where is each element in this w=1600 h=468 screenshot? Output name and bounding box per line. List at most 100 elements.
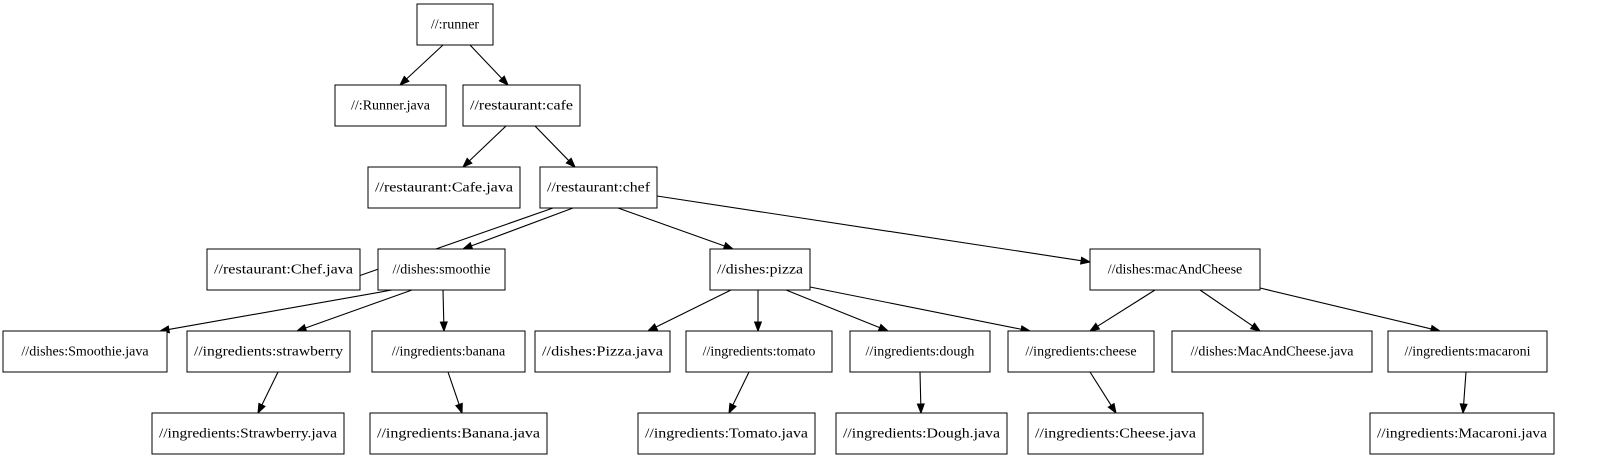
graph-node-banana_java[interactable]: //ingredients:Banana.java [369,412,548,455]
node-label: //restaurant:chef [547,181,650,196]
graph-node-tomato[interactable]: //ingredients:tomato [685,330,833,373]
edge-line [471,207,574,247]
node-label: //ingredients:Cheese.java [1035,427,1197,442]
edge-line [919,371,922,405]
graph-node-runner[interactable]: //:runner [416,3,494,46]
graph-node-strawberry[interactable]: //ingredients:strawberry [186,330,351,373]
edge-line [732,371,750,406]
node-label: //ingredients:cheese [1025,345,1136,360]
node-box[interactable] [206,248,361,291]
graph-node-macaroni_java[interactable]: //ingredients:Macaroni.java [1369,412,1555,455]
graph-node-macandcheese_java[interactable]: //dishes:MacAndCheese.java [1171,330,1373,373]
graph-node-pizza[interactable]: //dishes:pizza [709,248,811,291]
arrowhead-icon [498,75,509,87]
edge-line [469,44,503,79]
node-box[interactable] [1089,248,1261,291]
arrowhead-icon [257,402,266,415]
edge-line [1097,289,1156,327]
node-box[interactable] [334,84,447,127]
node-label: //dishes:Smoothie.java [21,345,149,360]
node-label: //:runner [431,18,480,33]
graph-edge-runner-to-restaurant_cafe [469,44,509,87]
node-label: //dishes:pizza [717,263,804,278]
graph-node-smoothie_java[interactable]: //dishes:Smoothie.java [2,330,168,373]
graph-node-restaurant_chef[interactable]: //restaurant:chef [539,166,658,209]
graph-edge-banana-to-banana_java [447,371,463,415]
graph-edge-macandcheese-to-macandcheese_java [1199,289,1262,332]
arrowhead-icon [916,403,925,415]
node-label: //restaurant:Chef.java [214,263,354,278]
node-box[interactable] [151,412,345,455]
arrowhead-icon [295,323,308,332]
arrowhead-icon [728,402,737,415]
node-box[interactable] [1387,330,1548,373]
node-box[interactable] [849,330,991,373]
node-label: //ingredients:Dough.java [843,427,1001,442]
graph-node-restaurant_cafe[interactable]: //restaurant:cafe [462,84,581,127]
edge-line [534,125,570,161]
graph-node-runner_java[interactable]: //:Runner.java [334,84,447,127]
node-box[interactable] [637,412,816,455]
node-box[interactable] [534,330,671,373]
node-label: //ingredients:Macaroni.java [1377,427,1548,442]
graph-edge-pizza-to-cheese [809,286,1032,334]
edge-line [809,286,1022,330]
node-label: //ingredients:Strawberry.java [159,427,338,442]
node-box[interactable] [369,412,548,455]
edge-line [447,371,460,405]
graph-edge-pizza-to-pizza_java [646,289,732,332]
graph-node-tomato_java[interactable]: //ingredients:Tomato.java [637,412,816,455]
node-label: //restaurant:Cafe.java [375,181,514,196]
node-box[interactable] [367,166,521,209]
node-box[interactable] [186,330,351,373]
node-box[interactable] [685,330,833,373]
node-label: //dishes:smoothie [393,263,491,278]
graph-node-chef_java[interactable]: //restaurant:Chef.java [206,248,361,291]
graph-node-dough[interactable]: //ingredients:dough [849,330,991,373]
node-box[interactable] [1007,330,1155,373]
node-box[interactable] [371,330,526,373]
edge-line [469,125,507,162]
graph-edge-macaroni-to-macaroni_java [1459,371,1468,415]
node-label: //dishes:macAndCheese [1108,263,1243,278]
edge-line [1463,371,1467,405]
arrowhead-icon [877,323,890,332]
graph-node-dough_java[interactable]: //ingredients:Dough.java [835,412,1008,455]
node-box[interactable] [2,330,168,373]
graph-edge-pizza-to-tomato [753,290,763,333]
node-box[interactable] [377,248,506,291]
graph-node-banana[interactable]: //ingredients:banana [371,330,526,373]
graph-node-cheese_java[interactable]: //ingredients:Cheese.java [1027,412,1204,455]
graph-node-macaroni[interactable]: //ingredients:macaroni [1387,330,1548,373]
graph-node-macandcheese[interactable]: //dishes:macAndCheese [1089,248,1261,291]
node-box[interactable] [416,3,494,46]
node-label: //ingredients:banana [392,345,506,360]
graph-node-cheese[interactable]: //ingredients:cheese [1007,330,1155,373]
node-label: //ingredients:macaroni [1405,345,1531,360]
graph-node-cafe_java[interactable]: //restaurant:Cafe.java [367,166,521,209]
node-box[interactable] [539,166,658,209]
edge-line [442,289,445,323]
graph-node-smoothie[interactable]: //dishes:smoothie [377,248,506,291]
arrowhead-icon [398,75,410,86]
arrowhead-icon [1459,403,1468,415]
node-box[interactable] [709,248,811,291]
graph-edge-runner-to-runner_java [398,44,444,86]
node-label: //ingredients:Tomato.java [645,427,809,442]
node-box[interactable] [1171,330,1373,373]
edge-line [261,371,279,406]
graph-edge-restaurant_cafe-to-cafe_java [461,125,507,168]
graph-node-strawberry_java[interactable]: //ingredients:Strawberry.java [151,412,345,455]
graph-edge-tomato-to-tomato_java [728,371,750,415]
node-box[interactable] [1369,412,1555,455]
graph-node-pizza_java[interactable]: //dishes:Pizza.java [534,330,671,373]
graph-edge-restaurant_chef-to-macandcheese [656,195,1092,265]
node-label: //:Runner.java [351,99,431,114]
node-box[interactable] [835,412,1008,455]
arrowhead-icon [439,321,448,333]
node-label: //dishes:MacAndCheese.java [1191,345,1355,360]
node-box[interactable] [1027,412,1204,455]
node-box[interactable] [462,84,581,127]
